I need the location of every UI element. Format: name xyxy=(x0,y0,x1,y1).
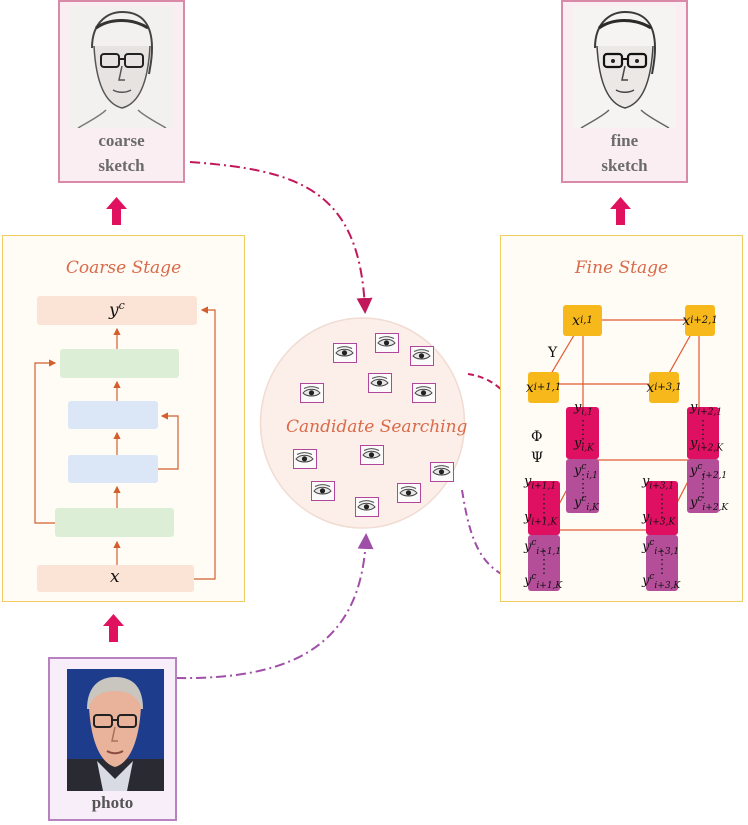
y-label-i2-1: yi+2,1 xyxy=(690,400,723,418)
y-label-i-k: yi,K xyxy=(574,436,594,454)
coarse-stage-connectors xyxy=(34,306,216,580)
psi-label: Ψ xyxy=(531,450,544,466)
eye-patch-5 xyxy=(368,373,392,393)
y-label-i1-k: yi+1,K xyxy=(524,510,558,528)
eye-patch-9 xyxy=(430,462,454,482)
arrow-photo-up xyxy=(103,614,124,642)
eye-patch-3 xyxy=(410,346,434,366)
fine-sketch-caption-line1: fine xyxy=(610,131,639,150)
eye-patch-10 xyxy=(311,481,335,501)
eye-patch-7 xyxy=(293,449,317,469)
coarse-sketch-image xyxy=(70,6,173,128)
yc-label-i2-k: yci+2,K xyxy=(690,494,729,513)
yc-bar-i2 xyxy=(687,459,719,513)
input-label: x xyxy=(110,567,120,587)
fine-sketch-panel: fine sketch xyxy=(561,0,688,183)
coarse-sketch-caption-line1: coarse xyxy=(98,131,145,150)
yc-label-i1-1: yci+1,1 xyxy=(524,538,562,557)
yc-bar-i3 xyxy=(646,535,678,591)
coarse-stage-panel: Coarse Stage yc x xyxy=(2,235,245,602)
candidate-searching-title: Candidate Searching xyxy=(286,417,468,437)
encoder-block xyxy=(55,508,174,537)
phi-label: Φ xyxy=(531,429,543,445)
eye-patch-4 xyxy=(300,383,324,403)
eye-patch-11 xyxy=(397,483,421,503)
eye-patch-8 xyxy=(360,445,384,465)
y-label-i-1: yi,1 xyxy=(574,400,593,418)
yc-bar-i1 xyxy=(528,535,560,591)
photo-caption: photo xyxy=(91,793,134,812)
y-label-i2-k: yi+2,K xyxy=(690,436,724,454)
yc-label-i2-1: yci+2,1 xyxy=(690,462,728,481)
yc-bar-i xyxy=(566,459,599,513)
candidate-to-fine-upper-curve xyxy=(467,373,536,476)
fine-sketch-caption-line2: sketch xyxy=(601,156,648,175)
sketch-to-candidate-curve xyxy=(189,161,373,314)
upsilon-label: Υ xyxy=(548,345,558,361)
encoder-inner-block xyxy=(68,455,158,483)
yc-label-i-1: yci,1 xyxy=(574,462,598,481)
coarse-sketch-caption-line2: sketch xyxy=(98,156,145,175)
input-block: x xyxy=(37,565,194,592)
coarse-sketch-panel: coarse sketch xyxy=(58,0,185,183)
y-label-i3-1: yi+3,1 xyxy=(642,474,675,492)
decoder-block xyxy=(60,349,179,378)
photo-image xyxy=(67,669,164,791)
candidate-circle xyxy=(259,317,466,529)
yc-label-i1-k: yci+1,K xyxy=(524,572,563,591)
eye-patch-1 xyxy=(333,343,357,363)
y-bar-i xyxy=(566,407,599,459)
y-bar-i2 xyxy=(687,407,719,459)
coarse-stage-title: Coarse Stage xyxy=(65,258,182,278)
eye-patch-6 xyxy=(412,383,436,403)
photo-to-candidate-curve xyxy=(175,533,374,680)
output-block: yc xyxy=(37,296,197,325)
yc-label-i3-1: yci+3,1 xyxy=(642,538,680,557)
yc-label-i3-k: yci+3,K xyxy=(642,572,681,591)
candidate-searching-panel: Candidate Searching xyxy=(259,317,468,529)
arrow-coarse-up xyxy=(106,197,127,225)
eye-patch-2 xyxy=(375,333,399,353)
fine-stage-title: Fine Stage xyxy=(574,258,669,278)
eye-patch-12 xyxy=(355,497,379,517)
fine-sketch-image xyxy=(573,6,676,128)
y-label-i3-k: yi+3,K xyxy=(642,510,676,528)
y-label-i1-1: yi+1,1 xyxy=(524,474,557,492)
yc-label-i-k: yci,K xyxy=(574,494,599,513)
arrow-fine-up xyxy=(610,197,631,225)
output-label: yc xyxy=(109,299,125,321)
photo-panel: photo xyxy=(48,657,177,821)
decoder-inner-block xyxy=(68,401,158,429)
